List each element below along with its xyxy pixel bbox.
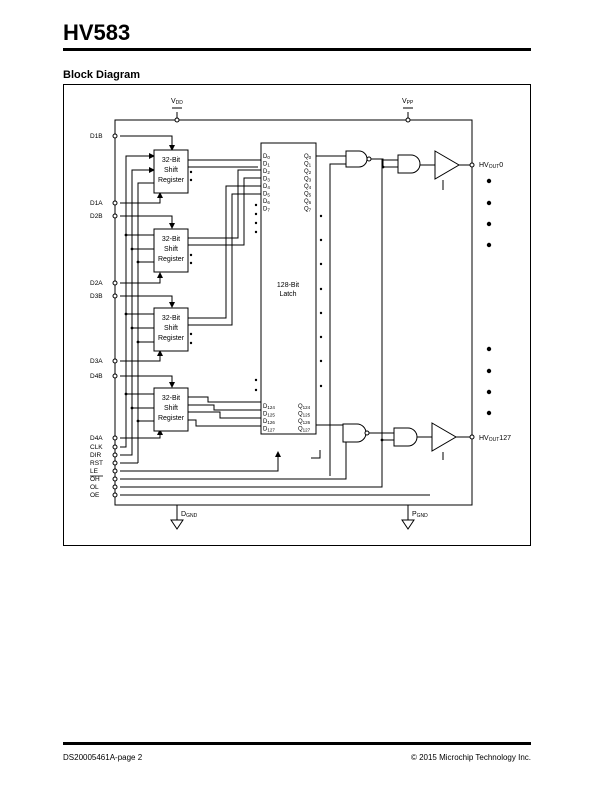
footer-doc-id: DS20005461A-page 2 [63, 753, 143, 762]
latch-port-label: D124 [263, 404, 275, 410]
latch-port-label: D125 [263, 412, 275, 418]
pin-label: D3B [90, 293, 103, 300]
section-title: Block Diagram [63, 69, 141, 81]
pgnd-label: PGND [412, 511, 428, 519]
page-title: HV583 [63, 20, 131, 45]
latch-port-label: D126 [263, 419, 275, 425]
shift-register-label: 32-Bit [162, 395, 180, 402]
shift-register-label: 32-Bit [162, 315, 180, 322]
shift-register-3 [153, 307, 189, 352]
latch-port-label: Q1 [304, 162, 312, 168]
footer-copyright: © 2015 Microchip Technology Inc. [410, 753, 531, 762]
pin-label: D1B [90, 133, 103, 140]
shift-register-label: Shift [164, 325, 178, 332]
vdd-label: VDD [171, 98, 183, 106]
pin-label: D2A [90, 280, 103, 287]
pin-labels: D1B D1A D2B D2A D3B D3A D4B D4A CLKDIRRSTLEOHOLO… [90, 133, 103, 499]
pin-markers [112, 117, 475, 498]
latch-port-label: D2 [263, 169, 270, 175]
latch-port-label: D3 [263, 177, 270, 183]
ellipsis-dots [124, 165, 492, 442]
pin-label: RST [90, 460, 103, 467]
latch-port-label: D6 [263, 199, 270, 205]
latch-port-label: Q126 [298, 419, 311, 425]
shift-register-label: Shift [164, 405, 178, 412]
diagram-frame [63, 84, 531, 546]
pin-label: OH [90, 476, 100, 483]
latch-block [260, 142, 317, 435]
latch-port-label: D0 [263, 154, 270, 160]
latch-label-line2: Latch [279, 291, 296, 298]
shift-register-label: Register [158, 177, 185, 184]
shift-register-label: Shift [164, 167, 178, 174]
shift-register-label: 32-Bit [162, 236, 180, 243]
latch-port-label: D4 [263, 184, 270, 190]
latch-port-label: Q0 [304, 154, 312, 160]
latch-port-label: D7 [263, 207, 270, 213]
shift-register-label: Register [158, 415, 185, 422]
latch-port-label: Q125 [298, 412, 311, 418]
latch-port-label: Q7 [304, 207, 312, 213]
latch-port-label: Q127 [298, 427, 311, 433]
latch-port-label: Q124 [298, 404, 311, 410]
shift-register-label: Register [158, 256, 185, 263]
output-buffer-top [434, 150, 460, 180]
hvout127-label: HVOUT127 [479, 435, 511, 443]
pin-label: D3A [90, 358, 103, 365]
shift-register-label: Register [158, 335, 185, 342]
latch-label-line1: 128-Bit [277, 282, 299, 289]
pin-label: DIR [90, 452, 102, 459]
dgnd-label: DGND [181, 511, 198, 519]
nand-gate-bottom [342, 423, 367, 443]
pin-label: D4B [90, 373, 103, 380]
pin-label: D4A [90, 435, 103, 442]
shift-register-label: Shift [164, 246, 178, 253]
shift-register-1 [153, 149, 189, 194]
components [153, 142, 460, 530]
latch-port-label: D1 [263, 162, 270, 168]
header-rule [63, 48, 531, 51]
register-labels: 32-BitShiftRegister32-BitShiftRegister32… [158, 157, 185, 422]
output-buffer-bottom [431, 422, 457, 452]
latch-port-label: Q4 [304, 184, 312, 190]
shift-register-4 [153, 387, 189, 432]
footer-rule [63, 742, 531, 745]
wiring [114, 107, 473, 520]
pin-label: D2B [90, 213, 103, 220]
shift-register-2 [153, 228, 189, 273]
shift-register-label: 32-Bit [162, 157, 180, 164]
latch-port-label: Q2 [304, 169, 312, 175]
pin-label: OL [90, 484, 99, 491]
latch-port-label: Q5 [304, 192, 312, 198]
pin-label: D1A [90, 200, 103, 207]
latch-port-label: Q3 [304, 177, 312, 183]
pin-label: LE [90, 468, 99, 475]
latch-port-label: D127 [263, 427, 275, 433]
and-gate-top [397, 154, 421, 174]
vpp-label: VPP [402, 98, 414, 106]
pin-label: OE [90, 492, 100, 499]
and-gate-bottom [393, 427, 418, 447]
hvout0-label: HVOUT0 [479, 162, 503, 170]
latch-port-label: Q6 [304, 199, 312, 205]
latch-port-label: D5 [263, 192, 270, 198]
pin-label: CLK [90, 444, 103, 451]
nand-gate-top [345, 150, 368, 168]
